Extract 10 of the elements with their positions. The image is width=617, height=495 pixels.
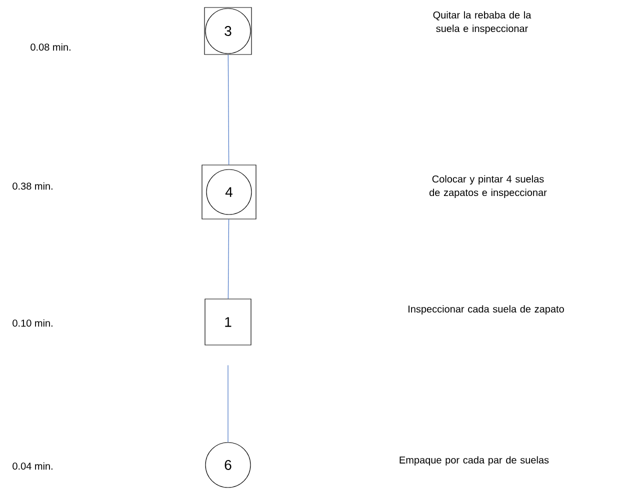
time-label: 0.04 min. — [12, 462, 52, 470]
connector-line — [228, 218, 230, 300]
step-description: Inspeccionar cada suela de zapato — [408, 305, 564, 315]
step-description: Empaque por cada par de suelas — [400, 456, 549, 466]
time-label: 0.08 min. — [30, 43, 70, 51]
time-label: 0.38 min. — [12, 182, 52, 190]
connector-line — [228, 54, 230, 166]
time-label: 0.10 min. — [12, 319, 52, 327]
step-description: Colocar y pintar 4 suelas de zapatos e inspeccionar — [430, 175, 547, 198]
step-description: Quitar la rebaba de la suela e inspeccionar — [433, 11, 532, 34]
